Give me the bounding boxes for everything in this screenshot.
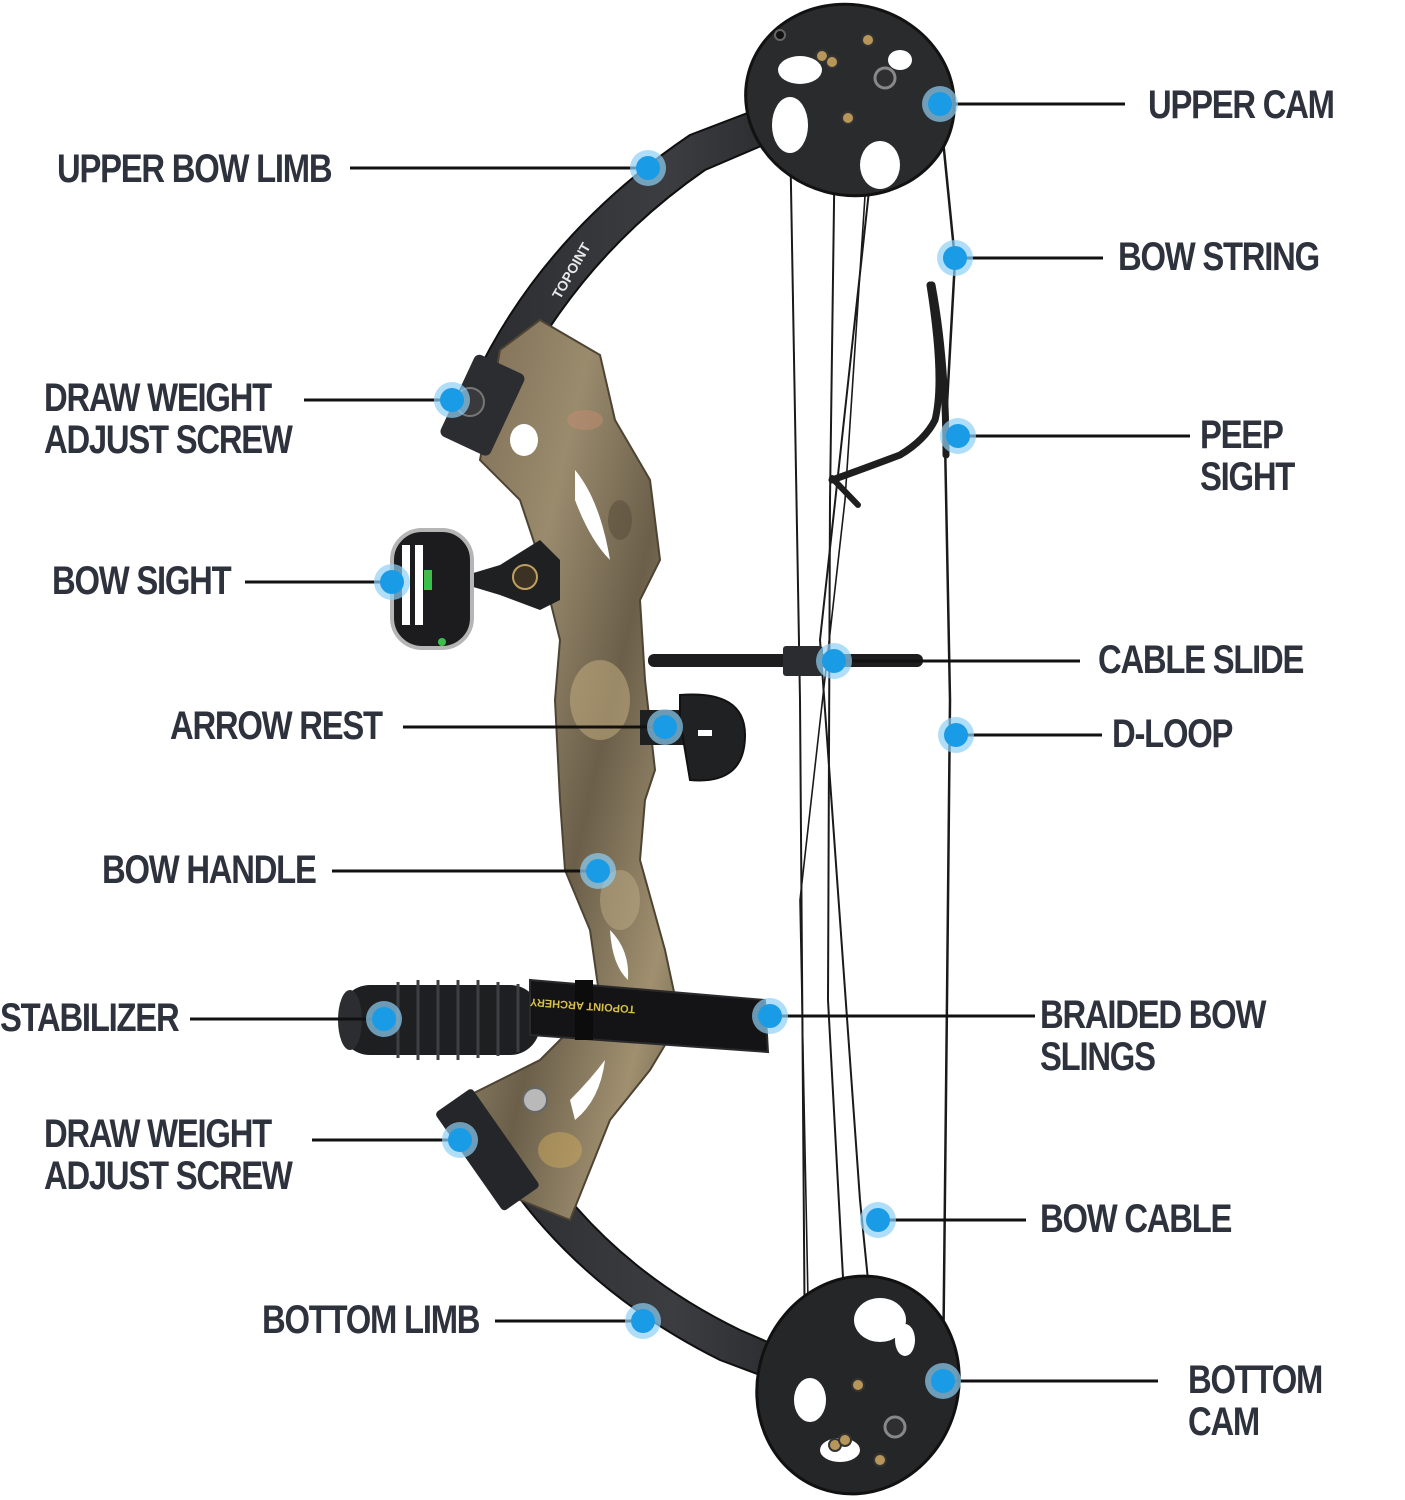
marker-dot-icon-bottom-cam — [925, 1363, 961, 1399]
label-bottom-cam: BOTTOM CAM — [1188, 1358, 1323, 1444]
label-bow-string: BOW STRING — [1118, 235, 1320, 279]
marker-dot-icon-stabilizer — [366, 1001, 402, 1037]
leader-lines — [190, 102, 1190, 1383]
label-draw-weight-adjust-screw-lower: DRAW WEIGHT ADJUST SCREW — [44, 1112, 293, 1198]
marker-dot-icon-bottom-limb — [625, 1303, 661, 1339]
marker-dot-icon-braided-bow-slings — [752, 998, 788, 1034]
lower-limb-pocket — [436, 1089, 539, 1211]
label-cable-slide: CABLE SLIDE — [1098, 638, 1304, 682]
label-stabilizer: STABILIZER — [0, 996, 180, 1040]
label-bow-sight: BOW SIGHT — [52, 559, 232, 603]
marker-dot-icon-bow-sight — [374, 564, 410, 600]
label-upper-bow-limb: UPPER BOW LIMB — [57, 147, 333, 191]
label-braided-bow-slings: BRAIDED BOW SLINGS — [1040, 993, 1266, 1079]
label-upper-cam: UPPER CAM — [1148, 83, 1335, 127]
label-bow-handle: BOW HANDLE — [102, 848, 317, 892]
bottom-cam-shape — [755, 1274, 961, 1496]
lower-adjust-screw — [522, 1087, 548, 1113]
bow-sight-shape — [390, 528, 560, 650]
cable-slide-shape — [648, 646, 923, 676]
label-bottom-limb: BOTTOM LIMB — [262, 1298, 480, 1342]
marker-dot-icon-draw-weight-adjust-screw-upper — [434, 382, 470, 418]
marker-dot-icon-bow-handle — [580, 853, 616, 889]
marker-dot-icon-cable-slide — [816, 643, 852, 679]
upper-cam-shape — [744, 2, 956, 198]
bow-sling-shape: TOPOINT ARCHERY — [529, 978, 770, 1054]
camo-pattern — [538, 410, 640, 1168]
label-bow-cable: BOW CABLE — [1040, 1197, 1232, 1241]
marker-dot-icon-draw-weight-adjust-screw-lower — [442, 1122, 478, 1158]
label-draw-weight-adjust-screw-upper: DRAW WEIGHT ADJUST SCREW — [44, 376, 293, 462]
label-d-loop: D-LOOP — [1112, 712, 1233, 756]
marker-dot-icon-upper-bow-limb — [630, 150, 666, 186]
label-peep-sight: PEEP SIGHT — [1200, 413, 1295, 499]
marker-dot-icon-bow-string — [937, 240, 973, 276]
marker-dot-icon-d-loop — [938, 717, 974, 753]
riser-shape — [468, 318, 682, 1222]
marker-dot-icon-peep-sight — [940, 418, 976, 454]
marker-dot-icon-bow-cable — [860, 1202, 896, 1238]
callout-markers — [366, 86, 976, 1399]
label-arrow-rest: ARROW REST — [170, 704, 383, 748]
marker-dot-icon-arrow-rest — [647, 709, 683, 745]
marker-dot-icon-upper-cam — [922, 86, 958, 122]
riser-cutouts — [510, 424, 629, 1120]
